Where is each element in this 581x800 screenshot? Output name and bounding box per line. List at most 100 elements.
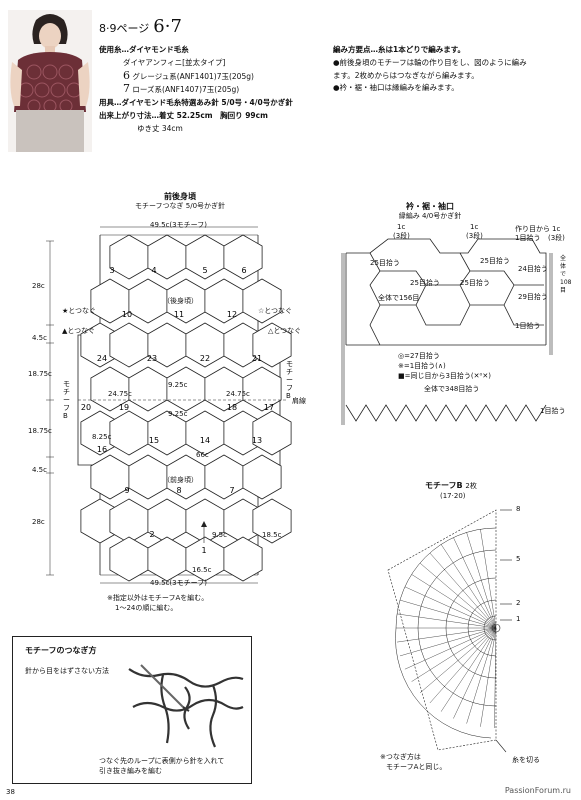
motif-b-spoke	[429, 552, 497, 629]
sleeve-length: ゆき丈 34cm	[137, 123, 183, 133]
legend-3: ■=同じ目から3目拾う(✕⁰✕)	[398, 372, 491, 380]
join-triangle: ▲とつなぐ	[62, 327, 96, 335]
motif-number: 16	[97, 445, 107, 454]
motif-number: 21	[252, 354, 262, 363]
motif-number: 13	[252, 436, 262, 445]
top-width: 49.5c(3モチーフ)	[150, 221, 207, 229]
legend-27: ◎=27目拾う	[398, 352, 440, 360]
motif-hex	[185, 410, 225, 456]
motif-b-spoke	[399, 627, 497, 657]
edge-start-2: 1目拾う	[515, 234, 541, 242]
motif-hex	[204, 454, 244, 500]
motif-b-row-1: 1	[516, 615, 521, 623]
total-156: 全体で156目	[378, 294, 420, 302]
motif-number: 17	[264, 403, 274, 412]
join-star: ★とつなぐ	[62, 307, 96, 315]
motif-number: 7	[229, 486, 234, 495]
motif-b-row-2: 2	[516, 599, 521, 607]
motif-hex	[109, 410, 149, 456]
join-method-box: モチーフのつなぎ方 針から目をはずさない方法 つなぐ先のループに表側から針を入れ…	[12, 636, 252, 784]
body-note-2: 1～24の順に編む。	[115, 604, 178, 612]
instructions-block: 編み方要点…糸は1本どりで編みます。 ●前後身頃のモチーフは輪の作り目をし、図の…	[333, 44, 573, 95]
motif-b-left: モチーフB	[63, 380, 70, 420]
motif-number: 12	[227, 310, 237, 319]
dim-66c: 66c	[196, 451, 209, 459]
motif-hex	[252, 410, 292, 456]
motif-number: 3	[109, 266, 114, 275]
dim-18-75c-b: 18.75c	[28, 427, 52, 435]
motif-number: 10	[122, 310, 132, 319]
pick-1-a: 1目拾う	[540, 407, 566, 415]
motif-number: 22	[200, 354, 210, 363]
pick-25-d: 25目拾う	[460, 279, 490, 287]
dim-9-5c: 9.5c	[212, 531, 227, 539]
back-body-label: （後身頃）	[163, 297, 198, 305]
motif-number: 5	[202, 266, 207, 275]
motif-b-spoke	[480, 529, 497, 629]
edge-start-1: 作り目から	[515, 225, 550, 233]
motif-b-spoke	[429, 627, 497, 704]
motif-hex	[242, 454, 282, 500]
number-7: 7	[123, 82, 130, 96]
dim-28c-bottom: 28c	[32, 518, 45, 526]
motif-b-spoke	[396, 627, 497, 643]
edge-3dan-b: (3段)	[466, 232, 483, 240]
motif-hex	[109, 234, 149, 280]
motif-number: 23	[147, 354, 157, 363]
edge-diagram-subtitle: 縁編み 4/0号かぎ針	[398, 212, 462, 220]
edge-1c-b: 1c	[470, 223, 479, 231]
motif-b-spoke	[453, 627, 497, 719]
dim-4-5c-bottom: 4.5c	[32, 466, 47, 474]
join-caption-2: 引き抜き編みを編む	[99, 767, 162, 775]
motif-b-row-8: 8	[516, 505, 521, 513]
motif-b-spoke	[419, 562, 497, 629]
edge-1c-c: 1c	[552, 225, 561, 233]
motif-b-spoke	[466, 627, 497, 724]
motif-hex	[252, 498, 292, 544]
pick-25-a: 25目拾う	[370, 259, 400, 267]
join-white-triangle: △とつなぐ	[268, 327, 302, 335]
motif-number: 20	[81, 403, 91, 412]
motif-hex	[109, 498, 149, 544]
motif-number: 6	[241, 266, 246, 275]
edge-1c-a: 1c	[397, 223, 406, 231]
dim-9-25c-a: 9.25c	[168, 381, 188, 389]
edge-diagram-title: 衿・裾・袖口	[406, 202, 454, 211]
dim-24-75c-b: 24.75c	[226, 390, 250, 398]
motif-b-spoke	[419, 627, 497, 694]
shoulder-line: 肩線	[292, 397, 306, 405]
dim-9-25c-b: 9.25c	[168, 410, 188, 418]
join-illustration	[128, 664, 244, 748]
number-6: 6	[123, 68, 130, 82]
motif-b-spoke	[404, 586, 497, 629]
legend-1: ※=1目拾う(∧)	[398, 362, 446, 370]
notes-line-2: ます。2枚めからはつなぎながら編みます。	[333, 70, 479, 80]
motif-b-spoke	[494, 627, 497, 729]
body-diagram-title: 前後身頃	[164, 192, 196, 201]
notes-line-3: ●衿・裾・袖口は縁編みを編みます。	[333, 83, 459, 93]
motif-b-spoke	[411, 574, 497, 629]
motif-number: 4	[151, 266, 156, 275]
edge-3dan-c: (3段)	[548, 234, 565, 242]
cut-yarn: 糸を切る	[512, 756, 540, 764]
pick-25-b: 25目拾う	[480, 257, 510, 265]
motif-number: 14	[200, 436, 210, 445]
edge-3dan-a: (3段)	[393, 232, 410, 240]
pick-1-b: 1目拾う	[515, 322, 541, 330]
motif-number: 9	[124, 486, 129, 495]
motif-hex	[204, 278, 244, 324]
pages-label: 8·9ページ	[99, 22, 150, 35]
motif-hex	[242, 278, 282, 324]
yarn-label: 使用糸…ダイヤモンド毛糸	[99, 45, 189, 54]
pattern-numbers: 6·7	[153, 16, 182, 37]
motif-hex	[128, 454, 168, 500]
motif-b-spoke	[466, 532, 497, 629]
join-subtitle: 針から目をはずさない方法	[25, 667, 109, 675]
edge-diagram	[341, 238, 553, 425]
join-white-star: ☆とつなぐ	[258, 307, 292, 315]
motif-number: 1	[201, 546, 206, 555]
motif-b-note-2: モチーフAと同じ。	[386, 763, 447, 771]
motif-hex	[252, 322, 292, 368]
